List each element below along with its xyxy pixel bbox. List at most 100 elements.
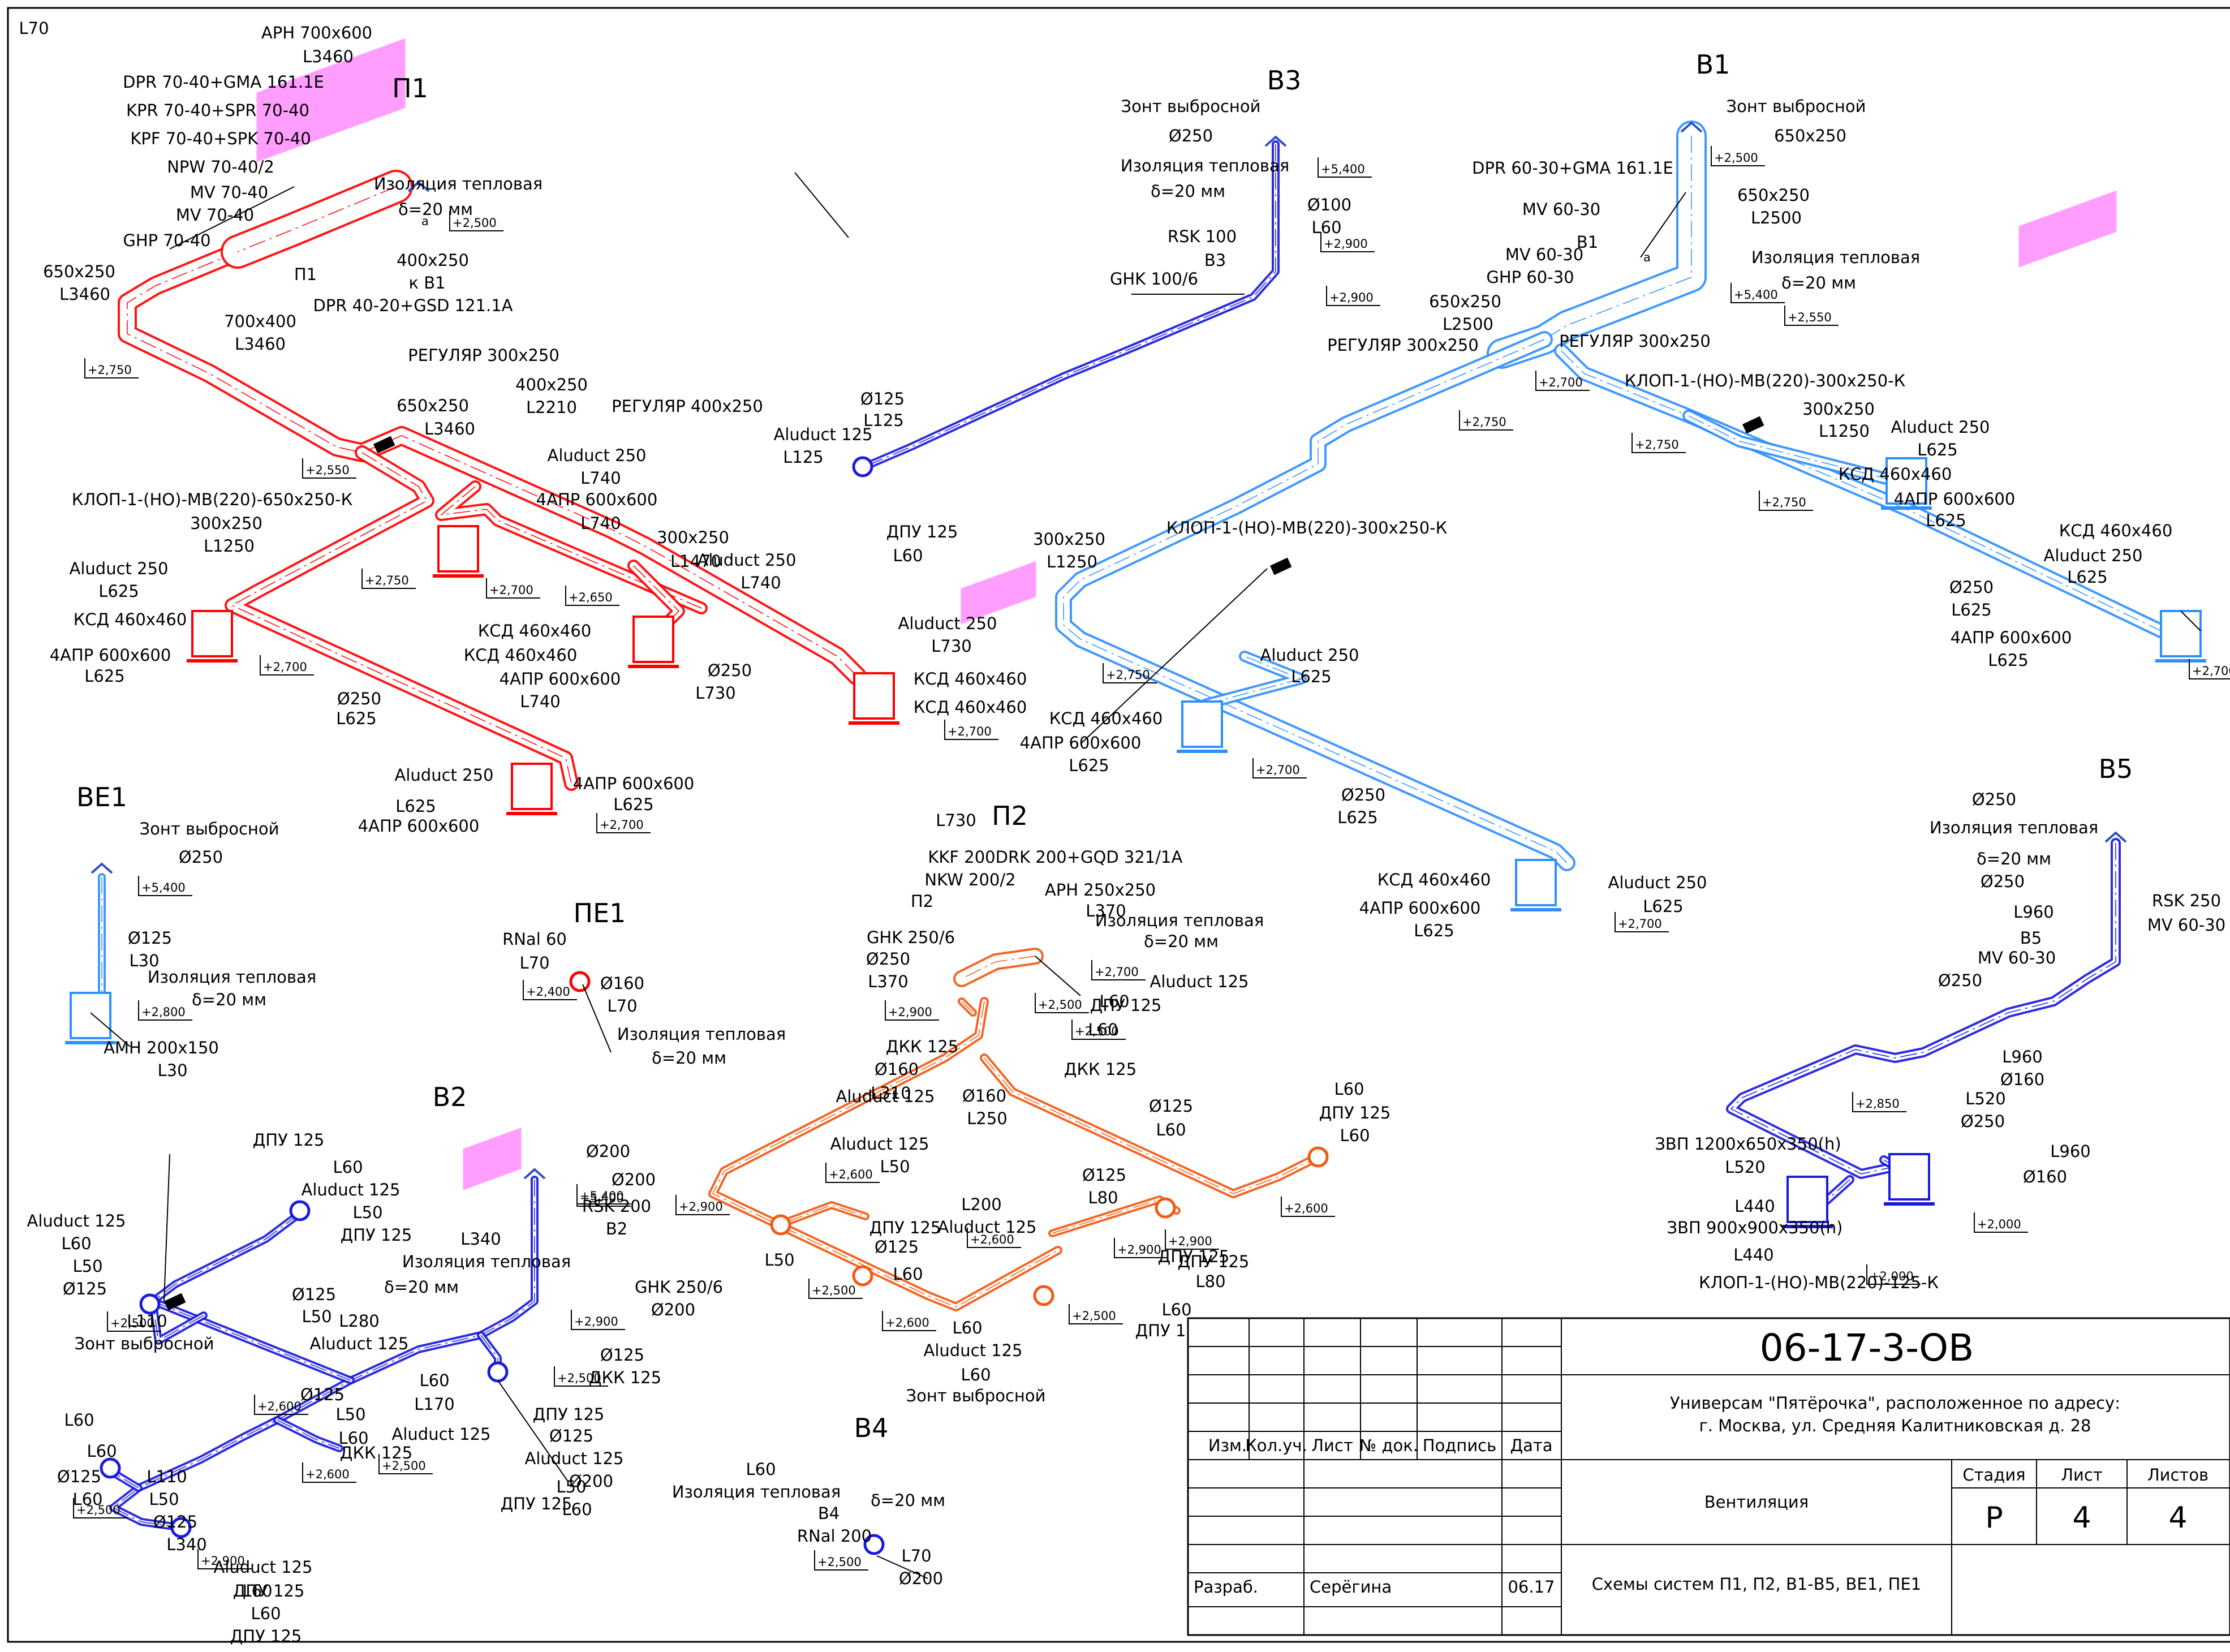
callout-label: Ø250 bbox=[179, 847, 223, 867]
callout-label: L70 bbox=[607, 996, 637, 1016]
elevation-value: +2,500 bbox=[1714, 151, 1758, 165]
callout-label: KKF 200 bbox=[928, 847, 995, 867]
elevation-value: +2,550 bbox=[1788, 311, 1832, 324]
callout-label: Ø160 bbox=[600, 974, 644, 993]
header-sheet: Лист bbox=[2061, 1465, 2103, 1485]
callout-label: 4АПР 600x600 bbox=[500, 669, 621, 689]
callout-label: Ø250 bbox=[1961, 1112, 2005, 1131]
callout-label: δ=20 мм bbox=[192, 990, 266, 1009]
elevation-value: +2,500 bbox=[557, 1371, 601, 1385]
elevation-mark: +2,500 bbox=[73, 1498, 127, 1518]
duct-axis-b1-9 bbox=[1688, 415, 1896, 481]
leader-line bbox=[169, 186, 295, 249]
callout-label: L125 bbox=[783, 448, 824, 467]
callout-label: Ø160 bbox=[2023, 1167, 2067, 1186]
callout-label: ДПУ 125 bbox=[501, 1494, 572, 1513]
diffuser-box bbox=[65, 992, 116, 1044]
duct-fill-p2-13 bbox=[955, 950, 1041, 985]
callout-label: ЗВП 900x900x350(h) bbox=[1667, 1218, 1843, 1237]
callout-label: L60 bbox=[952, 1318, 982, 1337]
callout-label: КСД 460x460 bbox=[1839, 464, 1952, 484]
callout-label: RSK 250 bbox=[2152, 891, 2221, 910]
elevation-mark: +2,600 bbox=[254, 1395, 308, 1415]
callout-label: КЛОП-1-(НО)-МВ(220)-300x250-К bbox=[1625, 371, 1906, 390]
callout-label: L60 bbox=[1334, 1079, 1364, 1099]
duct-fill-b5-26 bbox=[1728, 840, 2119, 1177]
callout-label: Зонт выбросной bbox=[75, 1334, 214, 1353]
callout-label: L740 bbox=[741, 573, 781, 592]
callout-label: Aluduct 125 bbox=[310, 1334, 409, 1353]
callout-label: L80 bbox=[1088, 1188, 1118, 1207]
callout-label: L440 bbox=[1733, 1245, 1774, 1264]
callout-label: Ø200 bbox=[651, 1300, 695, 1319]
elevation-mark: +2,900 bbox=[197, 1549, 252, 1569]
callout-label: δ=20 мм bbox=[1151, 182, 1225, 201]
callout-label: L60 bbox=[893, 1264, 923, 1284]
callout-label: L80 bbox=[1195, 1272, 1225, 1291]
callout-label: 4АПР 600x600 bbox=[1951, 628, 2072, 647]
callout-label: Ø250 bbox=[1949, 578, 1994, 597]
callout-label: L60 bbox=[961, 1365, 991, 1384]
elevation-mark: +2,600 bbox=[882, 1311, 936, 1331]
callout-label: L625 bbox=[1643, 897, 1684, 916]
elevation-mark: +2,800 bbox=[138, 1000, 192, 1021]
leader-line bbox=[1035, 956, 1081, 996]
callout-label: Aluduct 250 bbox=[898, 614, 997, 633]
duct-p2-15 bbox=[980, 1053, 1328, 1198]
callout-label: КЛОП-1-(НО)-МВ(220)-650x250-К bbox=[72, 490, 353, 509]
callout-label: РЕГУЛЯР 300x250 bbox=[1559, 332, 1711, 351]
callout-label: RNal 60 bbox=[502, 930, 567, 949]
callout-label: КЛОП-1-(НО)-МВ(220)-125-К bbox=[1699, 1273, 1939, 1292]
duct-axis-b3-5 bbox=[871, 144, 1276, 464]
callout-label: L60 bbox=[1311, 218, 1341, 237]
elevation-value: +2,500 bbox=[1075, 1025, 1119, 1038]
callout-label: Ø250 bbox=[866, 949, 910, 969]
callout-label: 300x250 bbox=[1033, 530, 1105, 549]
callout-label: APH 700x600 bbox=[261, 23, 372, 42]
callout-label: Ø200 bbox=[899, 1569, 943, 1588]
duct-axis-p2-18 bbox=[961, 1001, 974, 1013]
callout-label: L960 bbox=[2002, 1047, 2043, 1066]
callout-label: L60 bbox=[333, 1158, 363, 1177]
callout-label: Ø125 bbox=[57, 1467, 101, 1486]
elevation-mark: +2,500 bbox=[107, 1311, 161, 1332]
elevation-mark: +2,500 bbox=[1071, 1019, 1126, 1040]
callout-label: GHP 70-40 bbox=[123, 231, 210, 250]
callout-label: L2500 bbox=[1443, 315, 1493, 334]
elevation-value: +2,750 bbox=[1762, 496, 1806, 509]
callout-label: L60 bbox=[242, 1581, 272, 1601]
leader-line bbox=[876, 1555, 928, 1579]
elevation-mark: +5,400 bbox=[138, 876, 192, 896]
elevation-mark: +2,850 bbox=[1852, 1092, 1906, 1112]
callout-label: L50 bbox=[302, 1307, 332, 1326]
callout-label: L170 bbox=[414, 1395, 455, 1414]
exhaust-hood-icon bbox=[523, 1168, 546, 1180]
callout-label: Ø125 bbox=[300, 1385, 345, 1404]
elevation-mark: +2,700 bbox=[260, 655, 314, 676]
fire-damper bbox=[163, 1293, 186, 1311]
elevation-mark: +5,400 bbox=[1730, 283, 1785, 303]
callout-label: L60 bbox=[419, 1371, 449, 1390]
callout-label: КСД 460x460 bbox=[1377, 870, 1491, 889]
callout-label: КСД 460x460 bbox=[478, 621, 592, 640]
section-marker-a-b1: a bbox=[1643, 251, 1651, 264]
callout-label: АМН 200x150 bbox=[104, 1038, 219, 1057]
duct-axis-p2-14 bbox=[712, 1001, 1058, 1307]
callout-label: L340 bbox=[166, 1535, 207, 1554]
elevation-mark: +2,500 bbox=[1711, 146, 1765, 166]
callout-label: Aluduct 125 bbox=[830, 1134, 929, 1154]
callout-label: Aluduct 125 bbox=[938, 1218, 1037, 1237]
callout-label: 700x400 bbox=[224, 312, 296, 331]
elevation-mark: +2,900 bbox=[571, 1310, 625, 1330]
callout-label: Aluduct 250 bbox=[548, 446, 647, 465]
callout-label: RSK 100 bbox=[1168, 227, 1237, 246]
callout-label: Aluduct 250 bbox=[698, 550, 797, 570]
callout-label: Зонт выбросной bbox=[140, 819, 279, 838]
exhaust-hood-icon bbox=[407, 180, 430, 192]
elevation-mark: +2,600 bbox=[825, 1163, 880, 1183]
callout-label: КСД 460x460 bbox=[2059, 521, 2173, 540]
elevation-value: +2,500 bbox=[817, 1555, 862, 1569]
elevation-mark: +2,900 bbox=[1114, 1238, 1168, 1258]
callout-label: L60 bbox=[562, 1500, 592, 1519]
